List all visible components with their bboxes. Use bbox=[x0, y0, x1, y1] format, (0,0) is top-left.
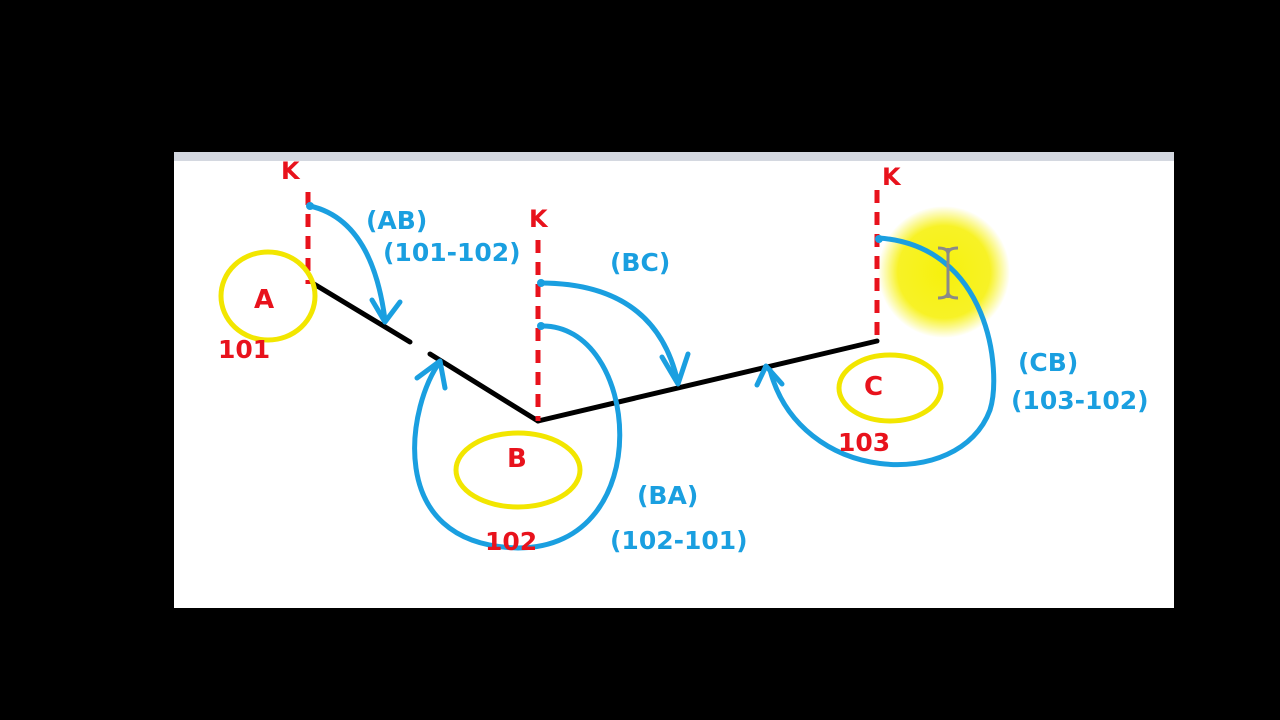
route-segment-bc bbox=[535, 338, 880, 424]
arc-cb-arrowhead bbox=[754, 363, 785, 388]
station-label-b: B bbox=[507, 444, 527, 474]
angle-ab-name: (AB) bbox=[366, 206, 427, 235]
traverse-route bbox=[311, 281, 880, 424]
arc-cb bbox=[767, 235, 997, 468]
angle-cb-name: (CB) bbox=[1018, 348, 1078, 377]
station-number-b: 102 bbox=[485, 527, 537, 556]
station-circles bbox=[218, 249, 944, 510]
angle-bc-name: (BC) bbox=[610, 248, 670, 277]
angle-arcs bbox=[307, 203, 997, 551]
route-segment-ab-2 bbox=[427, 351, 541, 424]
route-segment-ab-1 bbox=[311, 281, 413, 345]
arc-ba bbox=[412, 323, 623, 551]
arc-start-dots bbox=[306, 202, 883, 330]
angle-ba-formula: (102-101) bbox=[610, 526, 748, 555]
station-label-a: A bbox=[254, 285, 274, 315]
arc-start-dot-bc bbox=[537, 279, 545, 287]
window-top-bar bbox=[174, 152, 1174, 161]
arc-start-dot-ab bbox=[306, 202, 314, 210]
station-number-c: 103 bbox=[838, 428, 890, 457]
angle-ab-formula: (101-102) bbox=[383, 238, 521, 267]
angle-cb-formula: (103-102) bbox=[1011, 386, 1149, 415]
station-label-c: C bbox=[864, 372, 883, 402]
arc-bc bbox=[537, 280, 681, 386]
text-cursor-icon bbox=[937, 246, 959, 300]
arc-start-dot-cb bbox=[875, 235, 883, 243]
north-label-b: K bbox=[529, 205, 549, 233]
station-circle-b bbox=[453, 430, 583, 510]
arc-ba-arrowhead bbox=[414, 358, 448, 391]
station-circle-a bbox=[218, 249, 318, 343]
arc-bc-arrowhead bbox=[659, 351, 691, 387]
station-circle-c bbox=[836, 352, 944, 424]
arc-ab-arrowhead bbox=[369, 297, 403, 325]
cursor-highlight bbox=[878, 206, 1010, 338]
north-label-a: K bbox=[281, 157, 301, 185]
station-number-a: 101 bbox=[218, 335, 270, 364]
arc-start-dot-ba bbox=[537, 322, 545, 330]
north-label-c: K bbox=[882, 163, 902, 191]
angle-ba-name: (BA) bbox=[637, 481, 698, 510]
arc-ab bbox=[307, 203, 388, 323]
